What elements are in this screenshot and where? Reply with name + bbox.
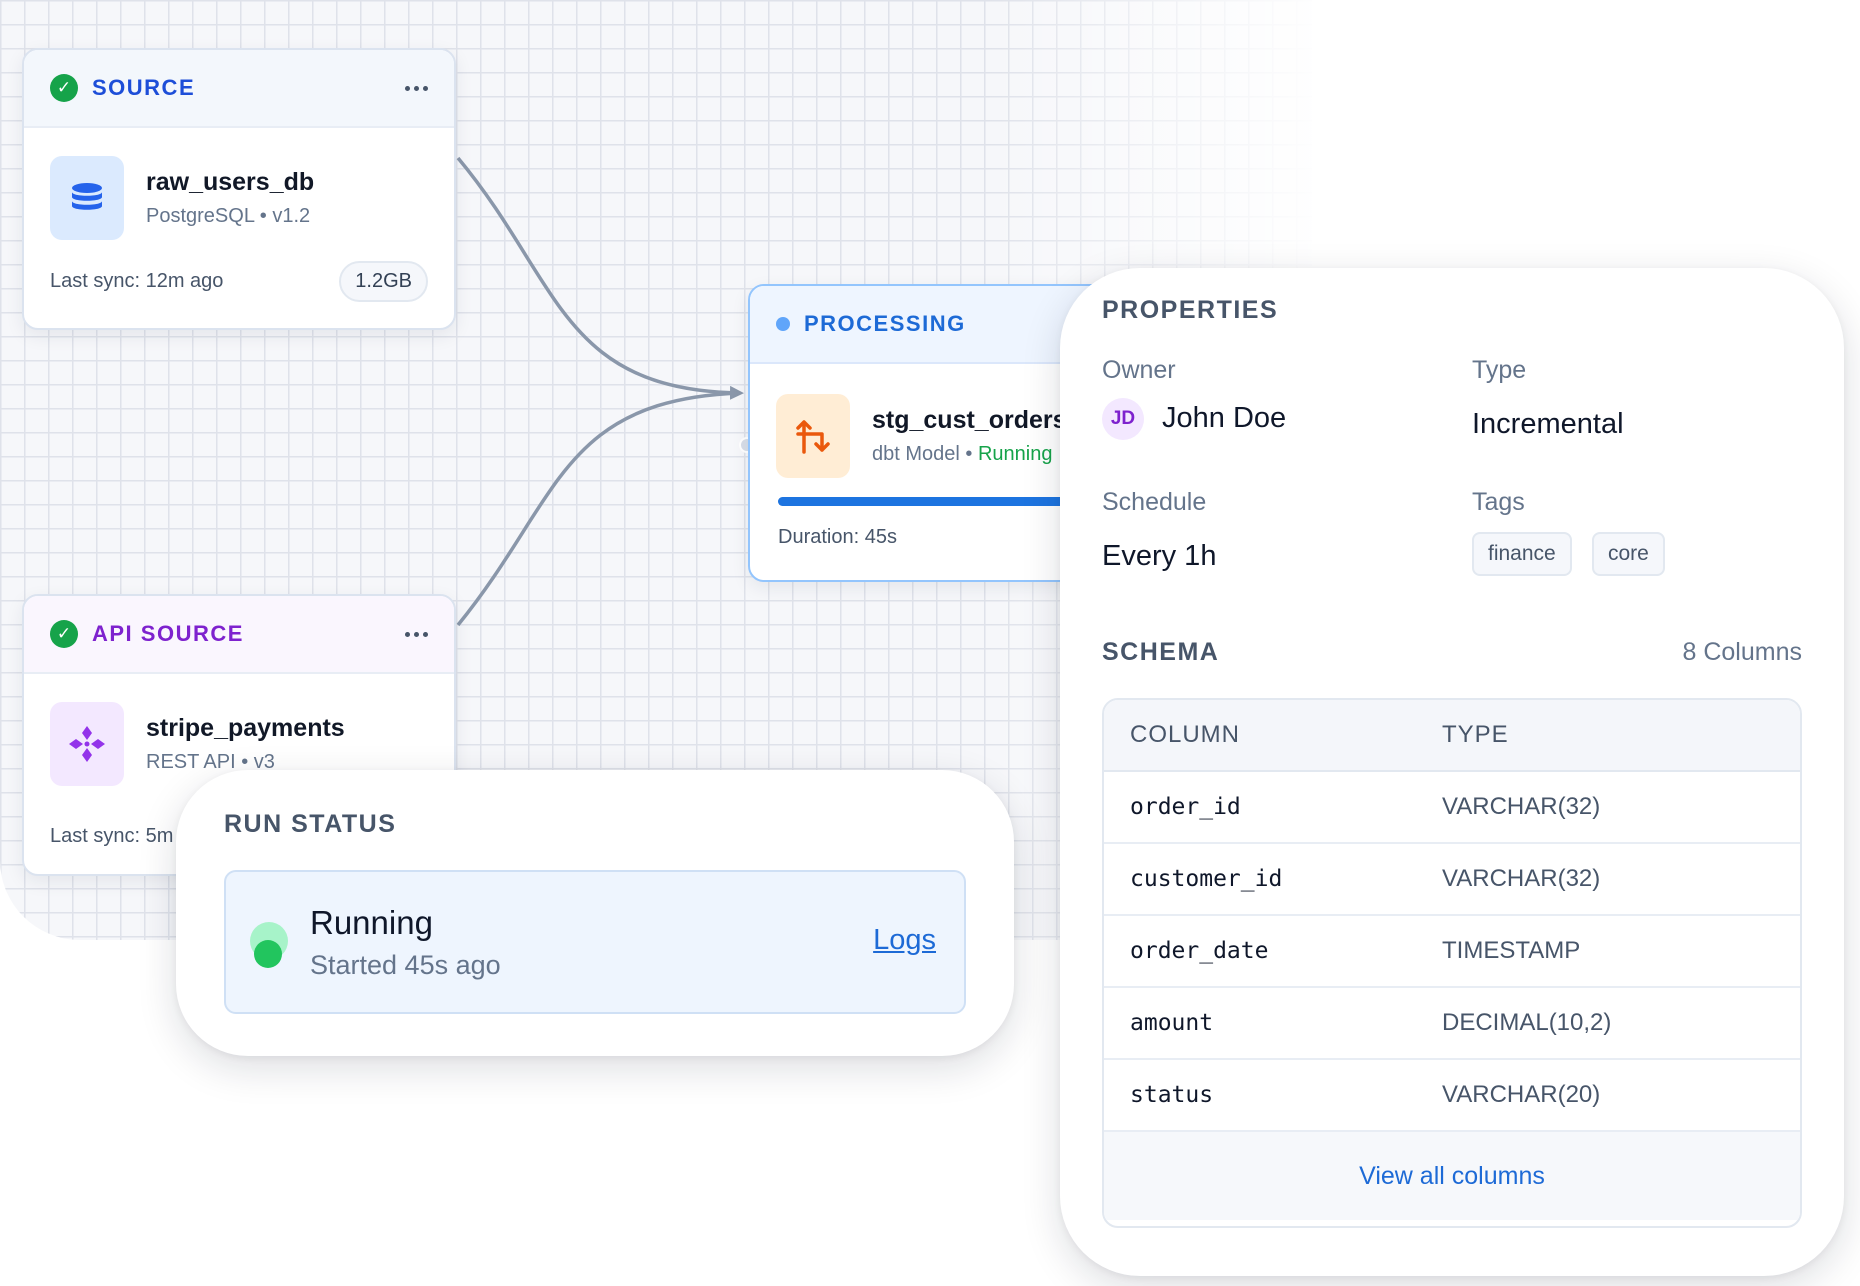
transform-arrows-icon	[776, 394, 850, 478]
tags-label: Tags	[1472, 488, 1525, 516]
run-status-card: Running Started 45s ago Logs	[224, 870, 966, 1014]
source-size-badge: 1.2GB	[339, 261, 428, 302]
run-started: Started 45s ago	[310, 950, 501, 980]
processing-node-body: stg_cust_orders dbt Model • Running	[750, 394, 1166, 478]
column-type: VARCHAR(32)	[1442, 793, 1601, 820]
processing-node-type: dbt Model	[872, 443, 960, 465]
processing-node-title: PROCESSING	[804, 311, 966, 336]
schema-table: COLUMN TYPE order_id VARCHAR(32) custome…	[1102, 698, 1802, 1228]
type-label: Type	[1472, 356, 1527, 384]
api-diamond-icon	[50, 702, 124, 786]
schema-table-header: COLUMN TYPE	[1104, 700, 1800, 772]
tag-finance[interactable]: finance	[1472, 532, 1572, 576]
run-status-title: RUN STATUS	[224, 810, 397, 838]
column-header: COLUMN	[1130, 721, 1241, 748]
api-node-title: API SOURCE	[92, 621, 244, 646]
source-node[interactable]: ✓ SOURCE raw_users_db PostgreSQL • v1.2 …	[22, 48, 456, 330]
database-icon	[50, 156, 124, 240]
column-count: 8 Columns	[1682, 638, 1803, 666]
column-type: VARCHAR(20)	[1442, 1081, 1601, 1108]
owner-name: John Doe	[1162, 402, 1287, 434]
more-horizontal-icon[interactable]	[405, 631, 428, 637]
api-node-header: ✓ API SOURCE	[24, 596, 454, 674]
api-node-subtitle: REST API • v3	[146, 751, 275, 773]
processing-node-separator: •	[959, 443, 978, 465]
column-name: customer_id	[1130, 866, 1283, 892]
owner-label: Owner	[1102, 356, 1176, 384]
properties-title: PROPERTIES	[1102, 296, 1279, 324]
source-node-subtitle: PostgreSQL • v1.2	[146, 205, 311, 227]
properties-panel: PROPERTIES Owner JD John Doe Type Increm…	[1060, 268, 1844, 1276]
processing-status-dot	[776, 317, 790, 331]
run-state: Running	[310, 904, 433, 941]
column-name: amount	[1130, 1010, 1214, 1036]
run-status-panel: RUN STATUS Running Started 45s ago Logs	[176, 770, 1014, 1056]
check-circle-icon: ✓	[50, 74, 78, 102]
type-value: Incremental	[1472, 408, 1624, 440]
api-node-body: stripe_payments REST API • v3	[24, 702, 454, 786]
column-type: VARCHAR(32)	[1442, 865, 1601, 892]
source-node-body: raw_users_db PostgreSQL • v1.2	[24, 156, 454, 240]
running-dot-icon	[254, 940, 282, 968]
api-last-sync: Last sync: 5m ago	[50, 825, 213, 847]
type-header: TYPE	[1442, 721, 1509, 748]
api-node-name: stripe_payments	[146, 714, 345, 742]
processing-node-subtitle: dbt Model • Running	[872, 443, 1067, 466]
column-name: order_id	[1130, 794, 1241, 820]
schema-title: SCHEMA	[1102, 638, 1220, 666]
processing-node-name: stg_cust_orders	[872, 406, 1067, 434]
table-row[interactable]: amount DECIMAL(10,2)	[1104, 988, 1800, 1060]
schedule-label: Schedule	[1102, 488, 1207, 516]
processing-node-state: Running	[977, 443, 1053, 465]
view-all-columns-button[interactable]: View all columns	[1104, 1132, 1800, 1220]
more-horizontal-icon[interactable]	[405, 85, 428, 91]
processing-progress-fill	[778, 497, 1076, 506]
column-name: status	[1130, 1082, 1214, 1108]
source-node-name: raw_users_db	[146, 168, 315, 196]
source-node-title: SOURCE	[92, 75, 196, 100]
table-row[interactable]: order_date TIMESTAMP	[1104, 916, 1800, 988]
edge-api-to-processing	[456, 391, 741, 627]
source-last-sync: Last sync: 12m ago	[50, 270, 224, 292]
column-name: order_date	[1130, 938, 1269, 964]
processing-duration: Duration: 45s	[778, 526, 897, 548]
source-node-header: ✓ SOURCE	[24, 50, 454, 128]
schedule-value: Every 1h	[1102, 540, 1217, 572]
avatar: JD	[1102, 398, 1144, 440]
column-type: DECIMAL(10,2)	[1442, 1009, 1612, 1036]
check-circle-icon: ✓	[50, 620, 78, 648]
column-type: TIMESTAMP	[1442, 937, 1581, 964]
edge-source-to-processing	[456, 156, 744, 400]
table-row[interactable]: customer_id VARCHAR(32)	[1104, 844, 1800, 916]
tag-core[interactable]: core	[1592, 532, 1665, 576]
logs-link[interactable]: Logs	[873, 924, 936, 956]
processing-progress-bar	[778, 497, 1098, 506]
table-row[interactable]: order_id VARCHAR(32)	[1104, 772, 1800, 844]
table-row[interactable]: status VARCHAR(20)	[1104, 1060, 1800, 1132]
